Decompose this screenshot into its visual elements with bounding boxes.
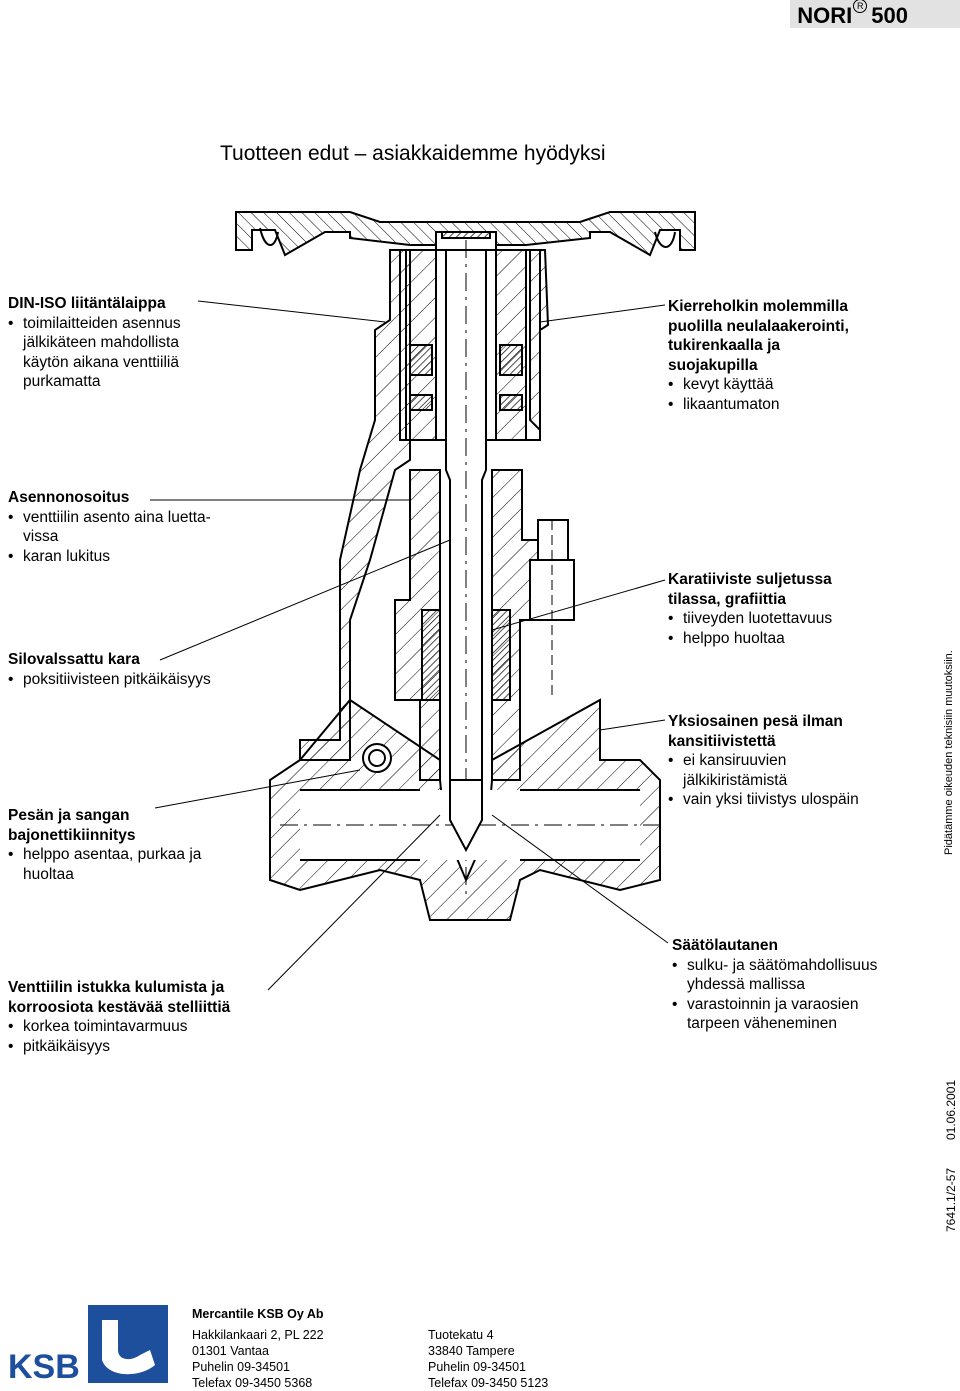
callout-heading: tilassa, grafiittia <box>668 590 787 608</box>
callout-item: ei kansiruuvien jälkikiristämistä <box>668 751 883 790</box>
callout-heading: DIN-ISO liitäntälaippa <box>8 295 166 312</box>
callout-heading: Silovalssattu kara <box>8 651 140 668</box>
address-line: Telefax 09-3450 5123 <box>428 1376 549 1390</box>
address-line: Puhelin 09-34501 <box>192 1360 290 1374</box>
callout-item: tiiveyden luotettavuus <box>668 609 908 629</box>
callout-heading: Asennonosoitus <box>8 489 130 506</box>
address-line: Hakkilankaari 2, PL 222 <box>192 1328 324 1342</box>
header-bar <box>790 0 960 28</box>
callout-heading: Pesän ja sangan <box>8 807 130 824</box>
callout-heading: suojakupilla <box>668 356 758 374</box>
callout-venttiilin-istukka: Venttiilin istukka kulumista ja korroosi… <box>8 978 288 1056</box>
address-line: 33840 Tampere <box>428 1344 515 1358</box>
callout-item: pitkäikäisyys <box>8 1037 288 1057</box>
registered-mark: R <box>853 0 868 13</box>
callout-heading: Yksiosainen pesä ilman <box>668 713 843 730</box>
callout-heading: Venttiilin istukka kulumista ja <box>8 979 225 996</box>
callout-item: helppo asentaa, purkaa ja huoltaa <box>8 845 228 884</box>
callout-item: helppo huoltaa <box>668 629 908 649</box>
callout-item: kevyt käyttää <box>668 375 908 395</box>
address-line: Telefax 09-3450 5368 <box>192 1376 313 1390</box>
address-line: Puhelin 09-34501 <box>428 1360 526 1374</box>
callout-asennonosoitus: Asennonosoitus venttiilin asento aina lu… <box>8 488 233 566</box>
callout-karatiiviste: Karatiiviste suljetussa tilassa, grafiit… <box>668 570 908 648</box>
callout-item: venttiilin asento aina luetta-vissa <box>8 508 233 547</box>
address-line: 01301 Vantaa <box>192 1344 269 1358</box>
callout-item: vain yksi tiivistys ulospäin <box>668 790 883 810</box>
callout-heading: korroosiota kestävää stelliittiä <box>8 998 231 1016</box>
callout-item: korkea toimintavarmuus <box>8 1017 288 1037</box>
footer-company: Mercantile KSB Oy Ab <box>192 1306 324 1322</box>
callout-heading: Säätölautanen <box>672 937 778 954</box>
address-line: Tuotekatu 4 <box>428 1328 494 1342</box>
document-number: 7641.1/2-57 <box>944 1167 958 1232</box>
callout-item: sulku- ja säätömahdollisuus yhdessä mall… <box>672 956 902 995</box>
document-date: 01.06.2001 <box>944 1079 958 1140</box>
callout-pesa-bajonetti: Pesän ja sangan bajonettikiinnitys helpp… <box>8 806 228 884</box>
callout-item: toimilaitteiden asennus jälkikäteen mahd… <box>8 314 208 392</box>
callout-kierreholkki: Kierreholkin molemmilla puolilla neulala… <box>668 297 908 414</box>
footer-office-tampere: Tuotekatu 4 33840 Tampere Puhelin 09-345… <box>428 1327 548 1391</box>
technical-changes-notice: Pidätämme oikeuden teknisiin muutoksiin. <box>943 650 955 855</box>
callout-heading: kansitiivistettä <box>668 732 776 750</box>
callout-item: karan lukitus <box>8 547 233 567</box>
company-name: Mercantile KSB Oy Ab <box>192 1307 324 1321</box>
callout-heading: bajonettikiinnitys <box>8 826 136 844</box>
callout-heading: tukirenkaalla ja <box>668 337 781 354</box>
callout-item: likaantumaton <box>668 395 908 415</box>
callout-item: poksitiivisteen pitkäikäisyys <box>8 670 248 690</box>
valve-body <box>269 698 661 921</box>
callout-item: varastoinnin ja varaosien tarpeen vähene… <box>672 995 902 1034</box>
callout-heading: puolilla neulalaakerointi, <box>668 317 849 335</box>
callout-heading: Kierreholkin molemmilla <box>668 298 849 315</box>
callout-yksiosainen-pesa: Yksiosainen pesä ilman kansitiivistettä … <box>668 712 883 810</box>
page-title: Tuotteen edut – asiakkaidemme hyödyksi <box>220 142 606 165</box>
callout-heading: Karatiiviste suljetussa <box>668 571 832 588</box>
footer-office-vantaa: Hakkilankaari 2, PL 222 01301 Vantaa Puh… <box>192 1327 324 1391</box>
callout-din-iso: DIN-ISO liitäntälaippa toimilaitteiden a… <box>8 294 208 392</box>
callout-saatolautanen: Säätölautanen sulku- ja säätömahdollisuu… <box>672 936 902 1034</box>
callout-silovalssattu-kara: Silovalssattu kara poksitiivisteen pitkä… <box>8 650 248 689</box>
